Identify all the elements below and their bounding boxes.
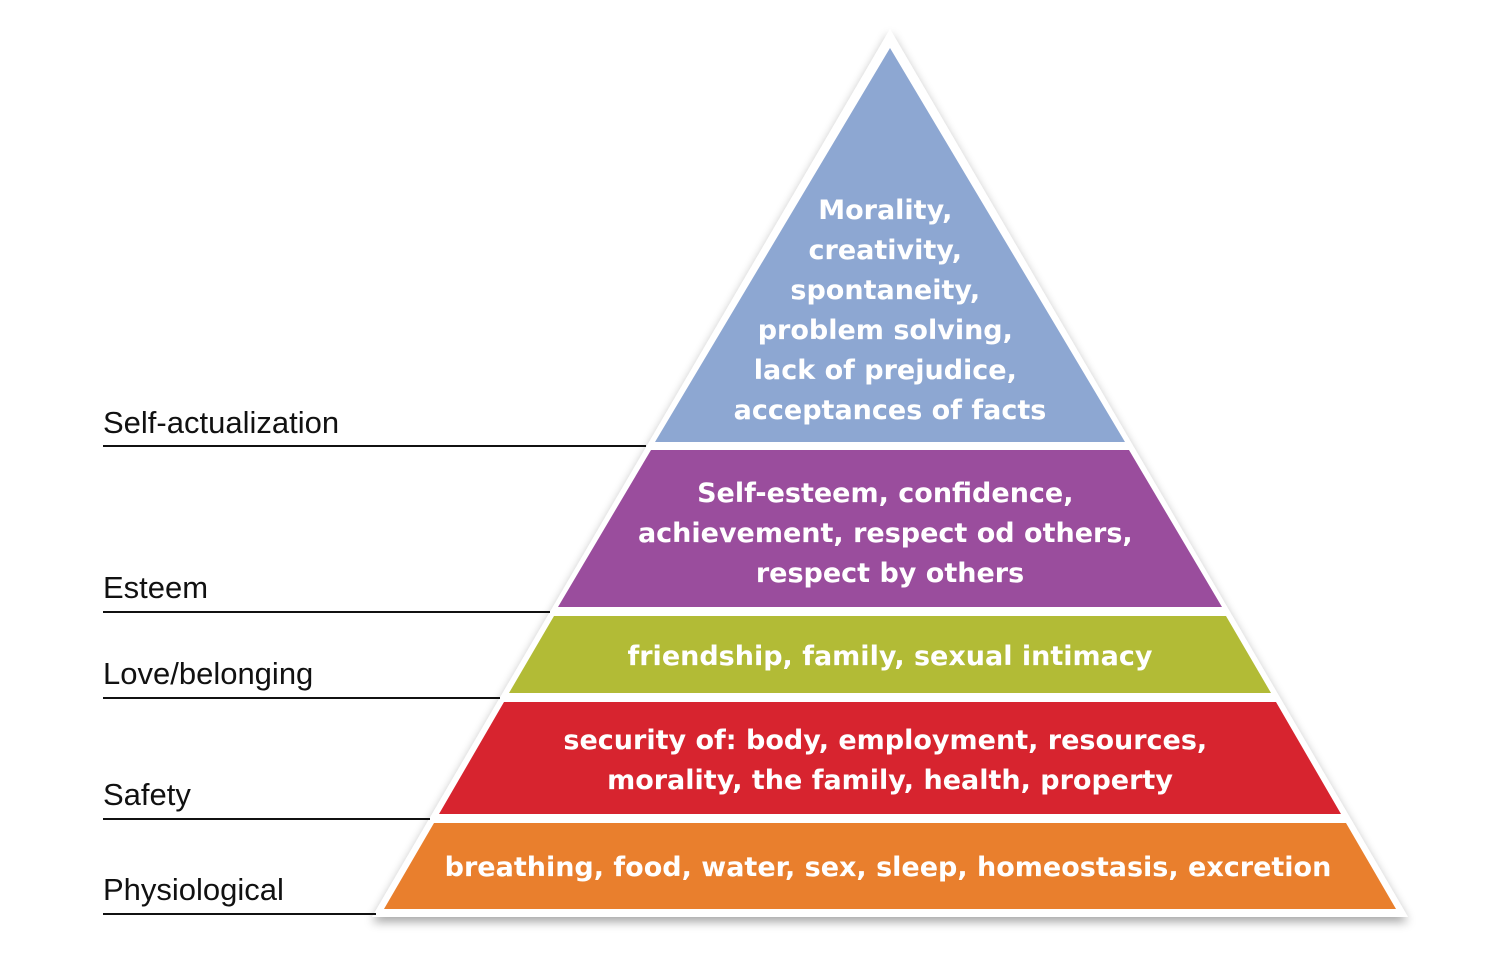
tier-self-actualization-text: Morality, creativity, spontaneity, probl… (734, 195, 1047, 426)
tier-esteem (558, 450, 1222, 607)
tier-text-line: creativity, (809, 235, 963, 266)
level-label-love-belonging: Love/belonging (103, 656, 313, 691)
tier-text-line: Morality, (818, 195, 952, 226)
tier-text-line: respect by others (756, 558, 1024, 589)
level-label-safety: Safety (103, 777, 191, 812)
tier-text-line: problem solving, (758, 315, 1013, 346)
level-label-physiological: Physiological (103, 872, 284, 907)
tier-text-line: morality, the family, health, property (607, 765, 1173, 796)
tier-safety (439, 702, 1341, 814)
tier-text-line: friendship, family, sexual intimacy (628, 641, 1153, 672)
tier-text-line: breathing, food, water, sex, sleep, home… (445, 852, 1332, 883)
tier-text-line: acceptances of facts (734, 395, 1047, 426)
tier-text-line: Self-esteem, confidence, (697, 478, 1073, 509)
tier-text-line: achievement, respect od others, (638, 518, 1133, 549)
tier-love-belonging-text: friendship, family, sexual intimacy (628, 641, 1153, 672)
tier-safety-text: security of: body, employment, resources… (563, 725, 1216, 796)
tier-text-line: security of: body, employment, resources… (563, 725, 1207, 756)
tier-text-line: spontaneity, (790, 275, 980, 306)
tier-esteem-text: Self-esteem, confidence, achievement, re… (638, 478, 1142, 589)
tier-physiological-text: breathing, food, water, sex, sleep, home… (445, 852, 1332, 883)
tier-text-line: lack of prejudice, (754, 355, 1017, 386)
tier-physiological (384, 823, 1396, 909)
level-label-self-actualization: Self-actualization (103, 405, 339, 440)
tier-love-belonging (509, 616, 1271, 693)
level-label-esteem: Esteem (103, 570, 208, 605)
tier-self-actualization (655, 48, 1125, 442)
